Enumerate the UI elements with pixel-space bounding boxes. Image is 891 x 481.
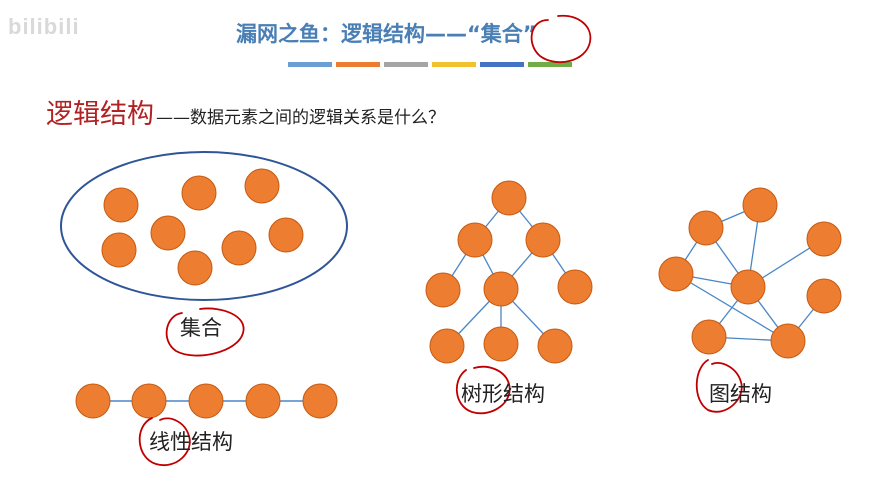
set-node — [244, 168, 280, 204]
graph-node — [691, 319, 727, 355]
graph-node — [688, 210, 724, 246]
title-annotation-circle — [530, 14, 592, 64]
handwritten-annotations — [138, 14, 743, 467]
section-heading-main: 逻辑结构 — [46, 99, 154, 130]
tree-node — [525, 222, 561, 258]
color-bar-segment-1 — [288, 62, 332, 67]
set-nodes — [101, 168, 304, 286]
graph-annotation-circle — [695, 359, 743, 413]
set-diagram — [60, 151, 348, 301]
tree-structure-label: 树形结构 — [461, 382, 545, 406]
set-node — [101, 232, 137, 268]
linear-annotation-circle — [138, 417, 191, 467]
tree-nodes — [425, 180, 593, 364]
linear-diagram — [75, 383, 338, 419]
graph-node — [730, 269, 766, 305]
tree-node — [557, 269, 593, 305]
tree-node — [483, 271, 519, 307]
set-node — [177, 250, 213, 286]
set-node — [103, 187, 139, 223]
tree-node — [537, 328, 573, 364]
slide-title: 漏网之鱼：逻辑结构——“集合” — [236, 22, 537, 46]
color-bar-segment-4 — [432, 62, 476, 67]
graph-structure-label: 图结构 — [709, 382, 772, 406]
graph-node — [806, 278, 842, 314]
linear-node — [75, 383, 111, 419]
tree-edges — [442, 197, 576, 347]
graph-node — [658, 256, 694, 292]
linear-node — [245, 383, 281, 419]
tree-diagram — [425, 180, 593, 364]
set-label: 集合 — [180, 316, 222, 340]
title-color-bar — [288, 62, 572, 67]
tree-annotation-circle — [456, 365, 511, 415]
tree-node — [457, 222, 493, 258]
color-bar-segment-5 — [480, 62, 524, 67]
graph-node — [742, 187, 778, 223]
set-annotation-circle — [165, 307, 245, 357]
set-ellipse — [60, 151, 348, 301]
tree-node — [429, 328, 465, 364]
linear-structure-label: 线性结构 — [149, 430, 233, 454]
bilibili-watermark: bilibili — [8, 14, 80, 39]
section-heading: 逻辑结构 ——数据元素之间的逻辑关系是什么？ — [46, 92, 445, 131]
set-node — [181, 175, 217, 211]
set-node — [150, 215, 186, 251]
linear-nodes — [75, 383, 338, 419]
set-node — [268, 217, 304, 253]
graph-nodes — [658, 187, 842, 359]
color-bar-segment-6 — [528, 62, 572, 67]
linear-node — [131, 383, 167, 419]
color-bar-segment-2 — [336, 62, 380, 67]
tree-node — [491, 180, 527, 216]
tree-node — [425, 272, 461, 308]
section-heading-question: ——数据元素之间的逻辑关系是什么？ — [156, 108, 445, 128]
graph-diagram — [658, 187, 842, 359]
graph-node — [770, 323, 806, 359]
graph-node — [806, 221, 842, 257]
color-bar-segment-3 — [384, 62, 428, 67]
linear-node — [302, 383, 338, 419]
set-node — [221, 230, 257, 266]
linear-node — [188, 383, 224, 419]
tree-node — [483, 326, 519, 362]
